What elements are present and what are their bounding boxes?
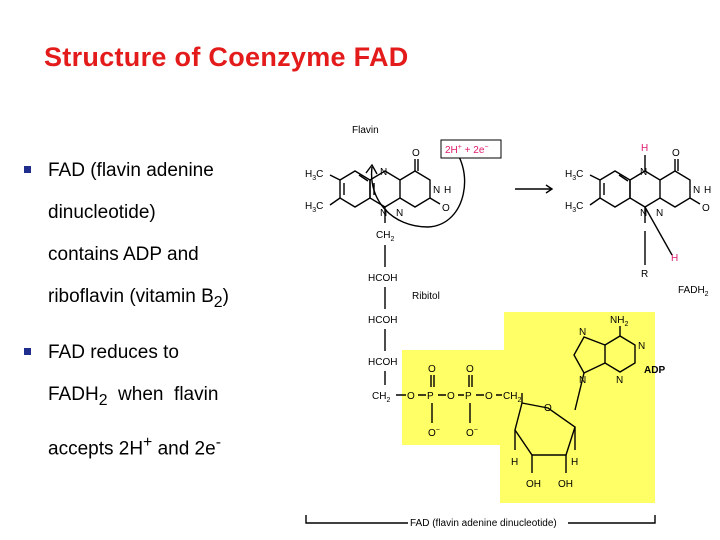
reactants-label: 2H+ + 2e− bbox=[445, 144, 489, 156]
hydroxyl-label: OH bbox=[558, 479, 573, 490]
bullet-line: contains ADP and bbox=[48, 244, 199, 265]
oxygen-atom: O bbox=[412, 148, 420, 159]
adp-highlight-region bbox=[402, 312, 655, 503]
amine-label: NH2 bbox=[610, 315, 628, 328]
nitrogen-atom: N bbox=[638, 341, 645, 352]
oxygen-atom: O bbox=[702, 203, 710, 214]
nitrogen-atom: N bbox=[380, 208, 387, 219]
bullet-line: dinucleotide) bbox=[48, 202, 156, 223]
oxygen-atom: O bbox=[407, 391, 415, 402]
adenine-imidazole-ring bbox=[573, 336, 606, 374]
nitrogen-atom: N bbox=[656, 208, 663, 219]
oxygen-atom: O bbox=[485, 391, 493, 402]
ch2-label: CH2 bbox=[372, 391, 390, 404]
oxygen-atom: O bbox=[428, 364, 436, 375]
hydroxyl-label: OH bbox=[526, 479, 541, 490]
flavin-pyrimidine-ring bbox=[399, 170, 431, 208]
subscript: 2 bbox=[213, 293, 223, 311]
adenine-to-ribose bbox=[574, 372, 585, 411]
hydrogen-atom: H bbox=[444, 185, 451, 196]
bond-lines bbox=[305, 144, 701, 524]
ribose-oxygen: O bbox=[544, 403, 552, 414]
fadh2-bonds bbox=[589, 155, 646, 265]
nitrogen-atom: N bbox=[396, 208, 403, 219]
bullet-text: riboflavin (vitamin B bbox=[48, 286, 214, 307]
oxygen-atom: O bbox=[672, 148, 680, 159]
ch2-label: CH2 bbox=[503, 391, 521, 404]
hcoh-label: HCOH bbox=[368, 273, 397, 284]
methyl-label: H3C bbox=[565, 201, 583, 214]
fadh2-hydrogen-bond bbox=[644, 206, 673, 256]
reactants-box bbox=[440, 139, 502, 159]
bullet-line: FAD (flavin adenine bbox=[48, 160, 214, 181]
fad-structure-diagram: Flavin 2H+ + 2e− H3C H3C N N N N H O O C… bbox=[305, 125, 711, 529]
bullet-text: ) bbox=[222, 286, 229, 307]
bullet-line: FADH2 when flavin bbox=[48, 374, 320, 422]
methyl-label: H3C bbox=[565, 169, 583, 182]
superscript: - bbox=[215, 433, 221, 451]
phosphate-oxygen-anion: O− bbox=[466, 427, 478, 439]
r-group-label: R bbox=[641, 269, 648, 280]
bullet-item-fad-definition: FAD (flavin adenine dinucleotide) contai… bbox=[20, 150, 320, 324]
carbonyl-bonds bbox=[414, 159, 441, 205]
fad-atom-labels: H3C H3C N N N N H O O CH2 HCOH HCOH HCOH… bbox=[305, 148, 665, 490]
hydrogen-atom: H bbox=[704, 185, 711, 196]
bullet-text: and 2e bbox=[152, 437, 216, 459]
oxygen-atom: O bbox=[447, 391, 455, 402]
hcoh-label: HCOH bbox=[368, 315, 397, 326]
square-bullet-icon bbox=[24, 347, 31, 355]
nitrogen-atom: N bbox=[693, 185, 700, 196]
superscript: + bbox=[143, 433, 153, 451]
bullet-item-fad-reduction: FAD reduces to FADH2 when flavin accepts… bbox=[20, 332, 320, 470]
nitrogen-atom: N bbox=[579, 327, 586, 338]
phosphate-oxygen-anion: O− bbox=[428, 427, 440, 439]
ribose-hydrogen: H bbox=[511, 457, 518, 468]
bullet-line: riboflavin (vitamin B2) bbox=[48, 276, 320, 324]
bullet-text: FADH bbox=[48, 383, 99, 405]
caption-text: FAD (flavin adenine dinucleotide) bbox=[410, 518, 557, 529]
electron-transfer-arrow bbox=[370, 144, 466, 228]
nitrogen-atom: N bbox=[640, 208, 647, 219]
reaction-arrow bbox=[515, 184, 554, 194]
flavin-label: Flavin bbox=[352, 125, 379, 136]
oxygen-atom: O bbox=[442, 203, 450, 214]
fad-structure-figure: Flavin 2H+ + 2e− H3C H3C N N N N H O O C… bbox=[300, 105, 720, 535]
hcoh-label: HCOH bbox=[368, 357, 397, 368]
methyl-label: H3C bbox=[305, 169, 323, 182]
ribose-substituents bbox=[514, 393, 576, 473]
bullet-line: accepts 2H+ and 2e- bbox=[48, 422, 320, 470]
fadh2-atom-labels: H3C H3C H N N N N H O O H R FADH2 bbox=[565, 143, 711, 298]
bullet-list: FAD (flavin adenine dinucleotide) contai… bbox=[20, 150, 320, 470]
square-bullet-icon bbox=[24, 166, 31, 173]
added-hydrogen-atom: H bbox=[641, 143, 648, 154]
methyl-label: H3C bbox=[305, 201, 323, 214]
nitrogen-atom: N bbox=[433, 185, 440, 196]
fadh2-label: FADH2 bbox=[678, 285, 709, 298]
fadh2-double-bonds bbox=[603, 159, 701, 205]
ribitol-label: Ribitol bbox=[412, 291, 440, 302]
phosphorus-atom: P bbox=[427, 391, 434, 402]
adp-label: ADP bbox=[644, 365, 665, 376]
added-hydrogen-atom: H bbox=[671, 253, 678, 264]
methyl-bonds bbox=[329, 174, 341, 206]
bullet-text: accepts 2H bbox=[48, 437, 144, 459]
subscript: 2 bbox=[98, 391, 108, 409]
ribose-hydrogen: H bbox=[571, 457, 578, 468]
bullet-text: when flavin bbox=[107, 383, 219, 405]
oxygen-atom: O bbox=[466, 364, 474, 375]
ch2-label: CH2 bbox=[376, 230, 394, 243]
phosphorus-atom: P bbox=[465, 391, 472, 402]
nitrogen-atom: N bbox=[380, 167, 387, 178]
bullet-line: FAD reduces to bbox=[48, 341, 179, 363]
curved-arrowhead bbox=[365, 163, 378, 175]
caption-backdrop bbox=[408, 516, 568, 528]
slide-title: Structure of Coenzyme FAD bbox=[44, 42, 409, 72]
nitrogen-atom: N bbox=[640, 167, 647, 178]
nitrogen-atom: N bbox=[579, 375, 586, 386]
nitrogen-atom: N bbox=[616, 375, 623, 386]
phosphoryl-bonds bbox=[430, 375, 473, 423]
fadh2-pyrimidine-ring bbox=[659, 170, 691, 208]
